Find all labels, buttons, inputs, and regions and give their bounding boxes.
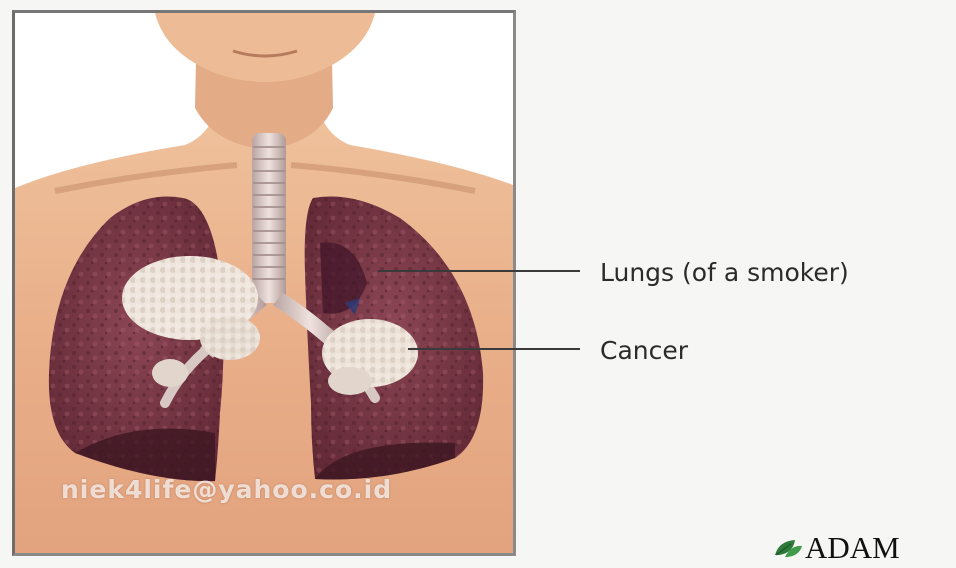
cancer-label: Cancer [600,336,688,365]
torso-lungs-drawing [15,13,513,553]
anatomy-illustration: niek4life@yahoo.co.id [12,10,516,556]
lungs-leader-line [378,270,580,272]
lungs-label: Lungs (of a smoker) [600,258,849,287]
adam-logo: ADAM [773,532,900,563]
logo-text: ADAM [805,532,900,563]
watermark-text: niek4life@yahoo.co.id [61,475,392,504]
cancer-leader-line [408,348,580,350]
leaf-icon [773,537,803,559]
